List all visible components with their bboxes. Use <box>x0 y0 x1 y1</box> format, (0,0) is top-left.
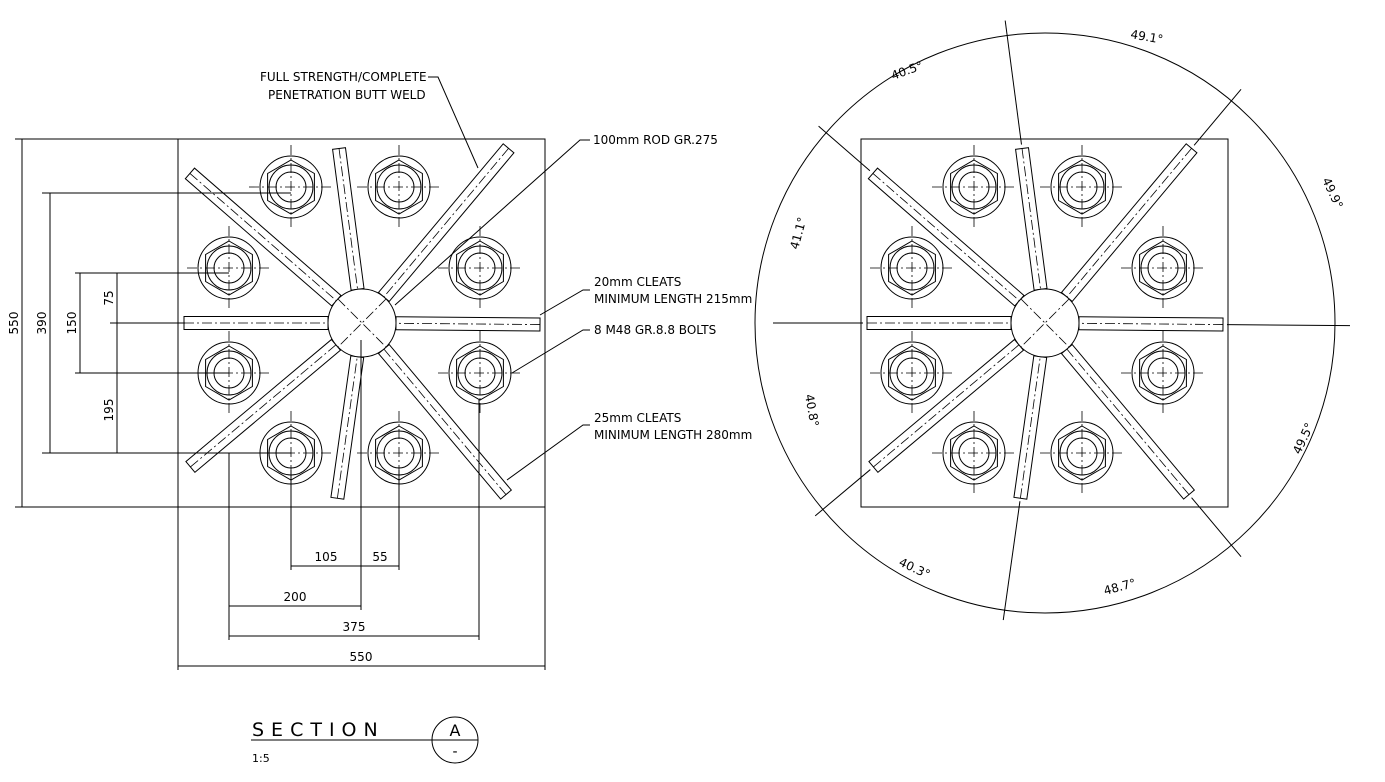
note-weld-line1: FULL STRENGTH/COMPLETE <box>260 70 427 84</box>
note-rod: 100mm ROD GR.275 <box>593 133 718 147</box>
vertical-dimensions <box>15 138 291 508</box>
angle-label: 40.8° <box>802 393 821 428</box>
dim-390: 390 <box>35 312 49 335</box>
angle-label: 49.1° <box>1129 27 1164 46</box>
note-cleat25-line1: 25mm CLEATS <box>594 411 681 425</box>
section-scale: 1:5 <box>252 752 270 765</box>
section-plan-view: 550 390 150 75 195 105 55 200 375 550 FU… <box>7 70 752 670</box>
section-ref-letter: A <box>450 721 461 740</box>
angle-label: 41.1° <box>787 216 809 251</box>
section-title: SECTION <box>252 719 385 741</box>
section-title-block: SECTION 1:5 A - <box>251 716 479 765</box>
leader-lines <box>394 76 590 481</box>
angle-label: 40.5° <box>889 58 925 82</box>
dim-55: 55 <box>372 550 387 564</box>
dim-550-horizontal: 550 <box>350 650 373 664</box>
dim-375: 375 <box>343 620 366 634</box>
dim-550-vertical: 550 <box>7 312 21 335</box>
angle-label: 49.5° <box>1290 421 1317 457</box>
dim-150: 150 <box>65 312 79 335</box>
dim-195: 195 <box>102 399 116 422</box>
angle-label: 40.3° <box>897 555 933 582</box>
note-cleat20-line2: MINIMUM LENGTH 215mm <box>594 292 752 306</box>
note-cleat20-line1: 20mm CLEATS <box>594 275 681 289</box>
dim-75: 75 <box>102 290 116 305</box>
angle-label: 48.7° <box>1102 576 1137 598</box>
section-reference-circle <box>431 716 479 764</box>
dim-105: 105 <box>315 550 338 564</box>
note-bolts: 8 M48 GR.8.8 BOLTS <box>594 323 716 337</box>
dim-200: 200 <box>284 590 307 604</box>
angle-view: 49.1° 40.5° 49.9° 41.1° 40.8° 49.5° 40.3… <box>754 20 1350 621</box>
angle-label: 49.9° <box>1319 175 1346 211</box>
note-cleat25-line2: MINIMUM LENGTH 280mm <box>594 428 752 442</box>
section-ref-sheet: - <box>452 744 457 760</box>
horizontal-dimensions <box>177 340 546 670</box>
note-weld-line2: PENETRATION BUTT WELD <box>268 88 426 102</box>
